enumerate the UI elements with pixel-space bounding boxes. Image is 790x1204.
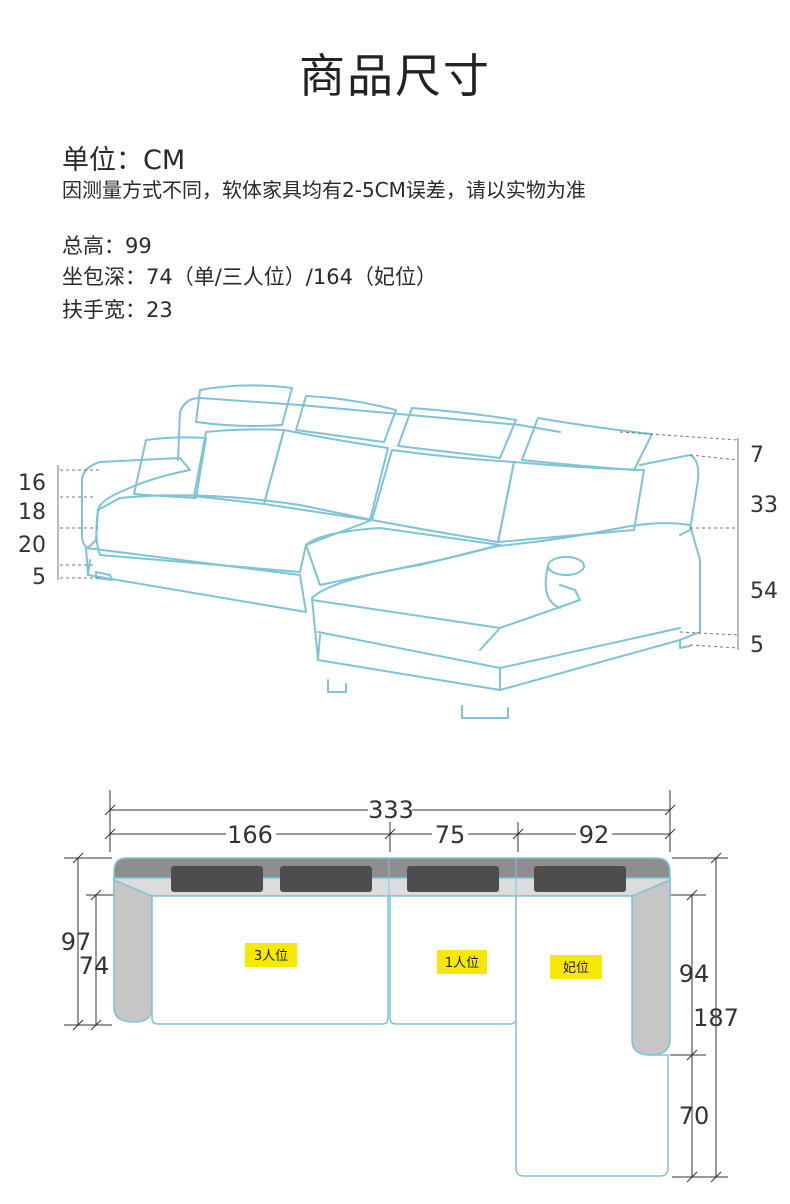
side-right-dim-4: 5 <box>750 633 764 658</box>
unit-label: 单位：CM <box>62 145 186 176</box>
back-cushion-2 <box>280 866 372 892</box>
tag-three-seat: 3人位 <box>254 949 288 964</box>
tag-single-seat: 1人位 <box>445 956 479 971</box>
side-right-dim-1: 7 <box>750 443 764 468</box>
spec-total-height: 总高：99 <box>62 234 152 258</box>
tag-chaise: 妃位 <box>563 961 589 976</box>
tag-single-seat-bg <box>437 950 487 974</box>
top-view-dimension-labels: 333 166 75 92 97 74 94 187 70 <box>61 796 739 1130</box>
width-single-seat-label: 75 <box>435 821 466 849</box>
right-armrest <box>631 878 671 1056</box>
side-dimension-guides <box>57 431 739 650</box>
tag-three-seat-bg <box>245 943 297 967</box>
spec-armrest-width: 扶手宽：23 <box>62 298 173 322</box>
back-cushion-1 <box>171 866 263 892</box>
side-left-dim-1: 16 <box>18 471 46 496</box>
width-three-seat-label: 166 <box>227 821 273 849</box>
depth-total-left-label: 97 <box>61 928 92 956</box>
side-left-dim-2: 18 <box>18 500 46 525</box>
back-cushion-4 <box>534 866 626 892</box>
top-view-dimension-lines <box>64 790 728 1183</box>
page-title: 商品尺寸 <box>299 49 491 103</box>
side-dimension-labels: 16 18 20 5 7 33 54 5 <box>18 443 778 658</box>
depth-chaise-total-label: 187 <box>693 1004 739 1032</box>
side-right-dim-2: 33 <box>750 493 778 518</box>
total-width-label: 333 <box>368 796 414 824</box>
back-cushion-3 <box>407 866 499 892</box>
depth-chaise-seat-label: 94 <box>679 960 710 988</box>
depth-chaise-extension-label: 70 <box>679 1102 710 1130</box>
side-right-dim-3: 54 <box>750 579 778 604</box>
spec-seat-depth: 坐包深：74（单/三人位）/164（妃位） <box>62 265 437 289</box>
tag-chaise-bg <box>550 955 602 979</box>
measurement-note: 因测量方式不同，软体家具均有2-5CM误差，请以实物为准 <box>62 178 586 202</box>
sofa-top-view: 3人位 1人位 妃位 <box>113 857 671 1177</box>
depth-seat-left-label: 74 <box>79 952 110 980</box>
side-left-dim-3: 20 <box>18 533 46 558</box>
sofa-perspective-illustration <box>80 384 701 719</box>
side-left-dim-4: 5 <box>32 565 46 590</box>
width-chaise-label: 92 <box>579 821 610 849</box>
left-armrest <box>113 878 153 1023</box>
